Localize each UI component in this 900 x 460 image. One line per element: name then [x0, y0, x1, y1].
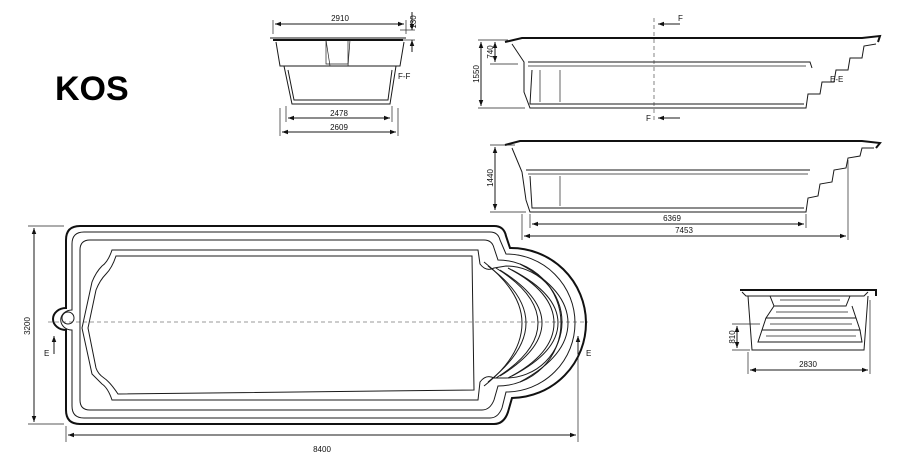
section-ff-label: F-F — [398, 72, 411, 81]
dim-step-depth: 740 — [486, 45, 495, 59]
marker-f-bottom: F — [646, 114, 651, 123]
dim-bottom-length: 7453 — [675, 226, 693, 235]
dim-step-width: 2830 — [799, 360, 817, 369]
longitudinal-section-middle: 1440 6369 7453 — [486, 140, 882, 240]
dim-base-width: 2609 — [330, 123, 348, 132]
dim-pool-width: 3200 — [23, 317, 32, 335]
marker-e-right: E — [586, 349, 591, 358]
dim-floor-length: 6369 — [663, 214, 681, 223]
pool-plan-view: E E 3200 8400 — [23, 225, 591, 454]
longitudinal-section-top: F F E-E 1550 740 — [472, 14, 882, 123]
section-e-steps-view: 810 2830 — [728, 289, 877, 374]
dim-floor-width: 2478 — [330, 109, 348, 118]
marker-e-left: E — [44, 349, 49, 358]
dim-shallow-depth: 1440 — [486, 169, 495, 187]
section-ff-view: 2910 130 F-F 2478 2609 — [270, 12, 418, 136]
pool-model-title: KOS — [55, 70, 129, 108]
dim-rim-height: 130 — [409, 15, 418, 29]
dim-step-height: 810 — [728, 330, 737, 344]
section-ee-label: E-E — [830, 75, 843, 84]
dim-pool-length: 8400 — [313, 445, 331, 454]
dim-top-width: 2910 — [331, 14, 349, 23]
marker-f-top: F — [678, 14, 683, 23]
dim-total-depth: 1550 — [472, 65, 481, 83]
